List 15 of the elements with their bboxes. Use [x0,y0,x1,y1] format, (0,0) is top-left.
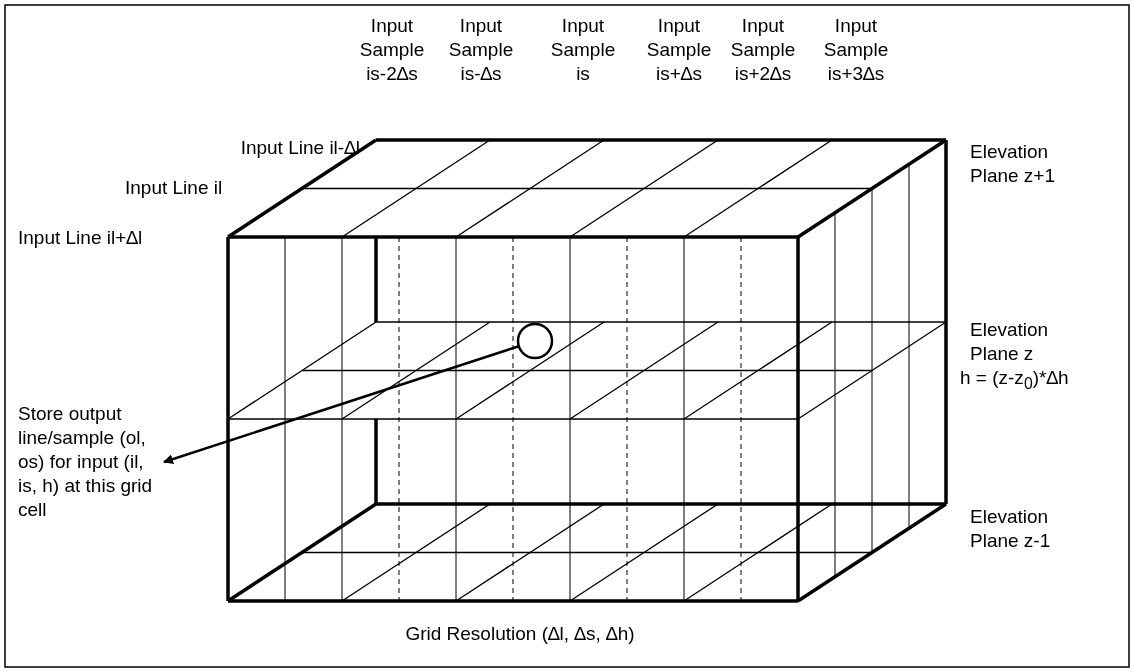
resolution-label: Grid Resolution (∆l, ∆s, ∆h) [404,622,636,646]
grid-cell-marker [516,322,554,360]
column-label: Input Sample is [549,14,617,86]
row-label: Input Line il [125,176,224,200]
column-label: Input Sample is+3∆s [822,14,890,86]
column-label: Input Sample is-∆s [447,14,515,86]
column-label: Input Sample is+∆s [645,14,713,86]
arrow [163,345,520,464]
callout-text: Store output line/sample (ol, os) for input (il, is, h) at this grid cell [18,402,164,522]
row-label: Input Line il+∆l [18,226,144,250]
plane-label: Elevation Plane z+1 [970,140,1057,188]
column-label: Input Sample is-2∆s [358,14,426,86]
plane-label: Elevation Plane z-1 [970,505,1052,553]
height-formula: h = (z-z$_{0}$)*∆h [960,366,1070,394]
column-label: Input Sample is+2∆s [729,14,797,86]
